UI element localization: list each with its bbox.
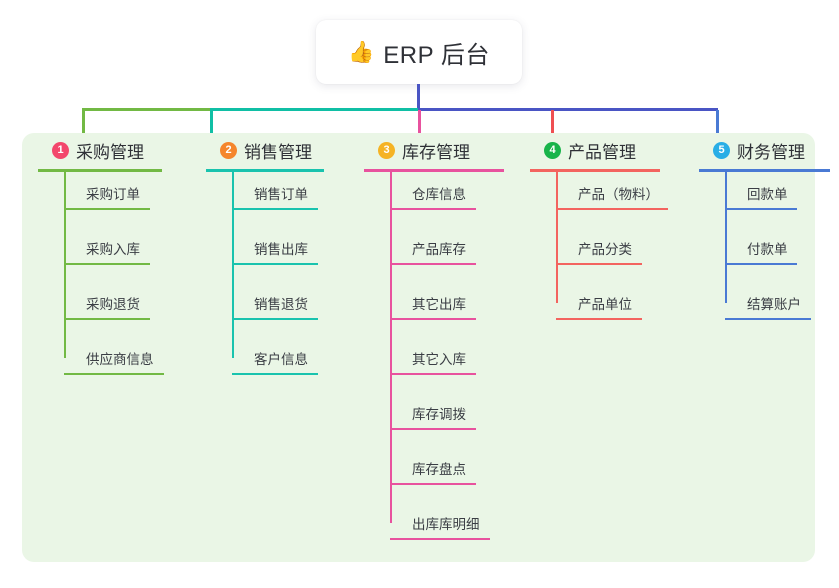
- branch-header-product[interactable]: 4 产品管理: [530, 133, 636, 167]
- branch-item-label: 仓库信息: [412, 187, 466, 202]
- branch-item-label: 其它入库: [412, 352, 466, 367]
- branch-item-rule: [725, 263, 797, 265]
- branch-item-label: 库存调拨: [412, 407, 466, 422]
- branch-item-rule: [390, 483, 476, 485]
- branch-number-badge-inventory: 3: [378, 141, 395, 159]
- bus-teal: [210, 108, 418, 111]
- branch-title-product: 产品管理: [568, 142, 636, 162]
- branch-item-rule: [390, 373, 476, 375]
- branch-number-badge-purchase: 1: [52, 141, 69, 159]
- branch-item-label: 产品库存: [412, 242, 466, 257]
- branch-header-finance[interactable]: 5 财务管理: [699, 133, 805, 167]
- drop-inventory: [418, 110, 421, 148]
- branch-item-label: 回款单: [747, 187, 788, 202]
- branch-item-label: 库存盘点: [412, 462, 466, 477]
- branch-column-finance: 5 财务管理回款单付款单结算账户: [699, 133, 830, 320]
- drop-sales: [210, 110, 213, 148]
- branch-item-rule: [390, 428, 476, 430]
- root-node-content: 👍 ERP 后台: [348, 35, 490, 70]
- branch-item-rule: [556, 263, 642, 265]
- drop-finance: [716, 110, 719, 148]
- branch-spine-sales: [232, 172, 234, 358]
- branch-number-badge-product: 4: [544, 141, 561, 159]
- branch-item-rule: [64, 373, 164, 375]
- branch-item-label: 销售退货: [254, 297, 308, 312]
- branch-item-label: 采购订单: [86, 187, 140, 202]
- branch-header-inventory[interactable]: 3 库存管理: [364, 133, 470, 167]
- branch-header-purchase[interactable]: 1 采购管理: [38, 133, 144, 167]
- branch-item-rule: [390, 538, 490, 540]
- branch-column-product: 4 产品管理产品（物料） 产品分类产品单位: [530, 133, 668, 320]
- branch-item-rule: [232, 318, 318, 320]
- drop-product: [551, 110, 554, 148]
- branch-header-rule-finance: [699, 169, 830, 172]
- branch-item-rule: [64, 263, 150, 265]
- trunk-stem: [417, 84, 420, 110]
- branch-item-rule: [556, 318, 642, 320]
- branch-title-sales: 销售管理: [244, 142, 312, 162]
- branch-header-sales[interactable]: 2 销售管理: [206, 133, 312, 167]
- branch-title-finance: 财务管理: [737, 142, 805, 162]
- branch-item-label: 结算账户: [747, 297, 801, 312]
- branch-item-label: 其它出库: [412, 297, 466, 312]
- root-node-label: ERP 后台: [383, 41, 490, 69]
- branch-header-rule-purchase: [38, 169, 162, 172]
- branch-spine-product: [556, 172, 558, 303]
- branch-column-purchase: 1 采购管理采购订单采购入库采购退货供应商信息: [38, 133, 164, 375]
- branch-spine-finance: [725, 172, 727, 303]
- branch-item-rule: [232, 263, 318, 265]
- branch-column-inventory: 3 库存管理仓库信息产品库存其它出库其它入库库存调拨库存盘点出库库明细: [364, 133, 504, 540]
- thumbs-up-icon: 👍: [348, 40, 375, 64]
- branch-title-purchase: 采购管理: [76, 142, 144, 162]
- branch-item-rule: [64, 208, 150, 210]
- branch-item-rule: [725, 318, 811, 320]
- branch-item-label: 付款单: [747, 242, 788, 257]
- bus-indigo: [418, 108, 718, 111]
- branch-item-label: 产品分类: [578, 242, 632, 257]
- branch-number-badge-sales: 2: [220, 141, 237, 159]
- branch-spine-inventory: [390, 172, 392, 523]
- branch-item-label: 产品（物料）: [578, 187, 659, 202]
- branch-item-rule: [232, 208, 318, 210]
- branch-header-rule-inventory: [364, 169, 504, 172]
- branch-column-sales: 2 销售管理销售订单销售出库销售退货客户信息: [206, 133, 324, 375]
- branch-item-label: 客户信息: [254, 352, 308, 367]
- root-node-erp-backend[interactable]: 👍 ERP 后台: [316, 20, 522, 84]
- branch-item-rule: [725, 208, 797, 210]
- branch-item-rule: [390, 208, 476, 210]
- branch-item-label: 销售出库: [254, 242, 308, 257]
- branch-item-rule: [232, 373, 318, 375]
- branch-item-label: 出库库明细: [412, 517, 480, 532]
- branch-item-label: 销售订单: [254, 187, 308, 202]
- branch-item-rule: [390, 263, 476, 265]
- branch-header-rule-sales: [206, 169, 324, 172]
- branches-panel: 1 采购管理采购订单采购入库采购退货供应商信息 2 销售管理销售订单销售出库销售退货客…: [22, 133, 830, 562]
- branch-title-inventory: 库存管理: [402, 142, 470, 162]
- branch-number-badge-finance: 5: [713, 141, 730, 159]
- branch-item-rule: [64, 318, 150, 320]
- branch-spine-purchase: [64, 172, 66, 358]
- branch-item-rule: [556, 208, 668, 210]
- branch-item-label: 供应商信息: [86, 352, 154, 367]
- bus-green: [82, 108, 210, 111]
- branch-item-label: 产品单位: [578, 297, 632, 312]
- drop-purchase: [82, 110, 85, 148]
- branch-item-label: 采购退货: [86, 297, 140, 312]
- branch-item-label: 采购入库: [86, 242, 140, 257]
- branch-item-rule: [390, 318, 476, 320]
- branch-header-rule-product: [530, 169, 660, 172]
